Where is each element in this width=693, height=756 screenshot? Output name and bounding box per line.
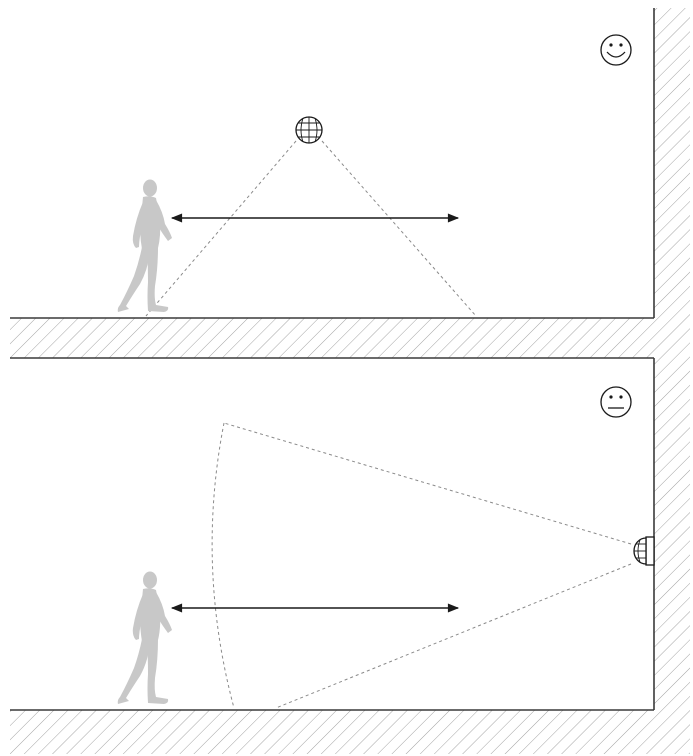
motion-sensor-icon <box>295 116 323 144</box>
smiley-neutral-icon <box>600 386 632 418</box>
detection-cone-ceiling <box>145 140 477 317</box>
motion-sensor-icon-wall <box>633 536 655 566</box>
walking-person-icon <box>117 179 172 312</box>
wall-hatch-right <box>654 8 690 318</box>
walking-person-icon-2 <box>117 571 172 704</box>
smiley-happy-icon <box>600 34 632 66</box>
floor-hatch-bottom <box>10 710 690 754</box>
floor-hatch-top <box>10 318 690 358</box>
wall-hatch-right-bottom <box>654 358 690 710</box>
panel-wall-mount <box>10 357 690 754</box>
detection-cone-wall <box>211 422 632 709</box>
panel-ceiling-mount <box>10 8 690 358</box>
